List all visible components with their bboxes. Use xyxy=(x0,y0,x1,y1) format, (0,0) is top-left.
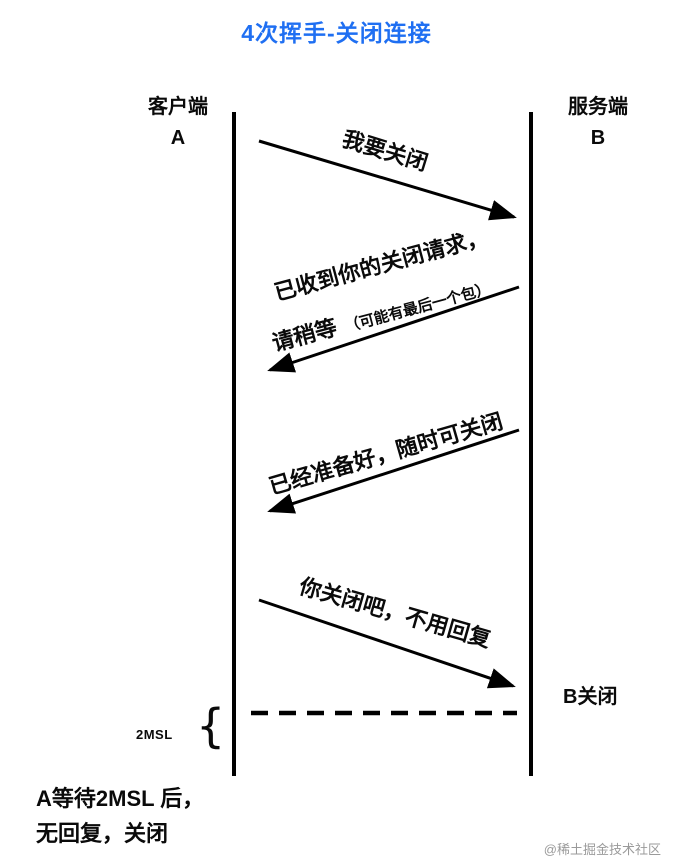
message-4-label: 你关闭吧，不用回复 xyxy=(295,573,494,652)
client-name: 客户端 xyxy=(148,96,208,118)
watermark-text: @稀土掘金技术社区 xyxy=(543,842,661,857)
server-id: B xyxy=(590,127,606,149)
server-close-label: B关闭 xyxy=(563,686,618,708)
message-3-label: 已经准备好，随时可关闭 xyxy=(266,408,506,499)
message-arrow-2 xyxy=(267,285,520,373)
message-2-label-note: （可能有最后一个包） xyxy=(343,279,493,335)
client-wait-note-line1: A等待2MSL 后， xyxy=(36,786,205,811)
msl-brace: { xyxy=(196,699,226,753)
client-id: A xyxy=(170,127,186,149)
message-arrow-1 xyxy=(258,139,517,221)
client-lifeline-label: 客户端 A xyxy=(123,92,233,154)
server-name: 服务端 xyxy=(568,96,628,118)
client-wait-note: A等待2MSL 后， 无回复，关闭 xyxy=(36,781,204,851)
page-title: 4次挥手-关闭连接 xyxy=(241,20,432,46)
message-arrow-4 xyxy=(258,598,516,689)
message-arrow-3 xyxy=(267,428,520,514)
msl-label: 2MSL xyxy=(136,727,173,742)
server-lifeline-label: 服务端 B xyxy=(543,92,653,154)
client-wait-note-line2: 无回复，关闭 xyxy=(36,821,169,847)
